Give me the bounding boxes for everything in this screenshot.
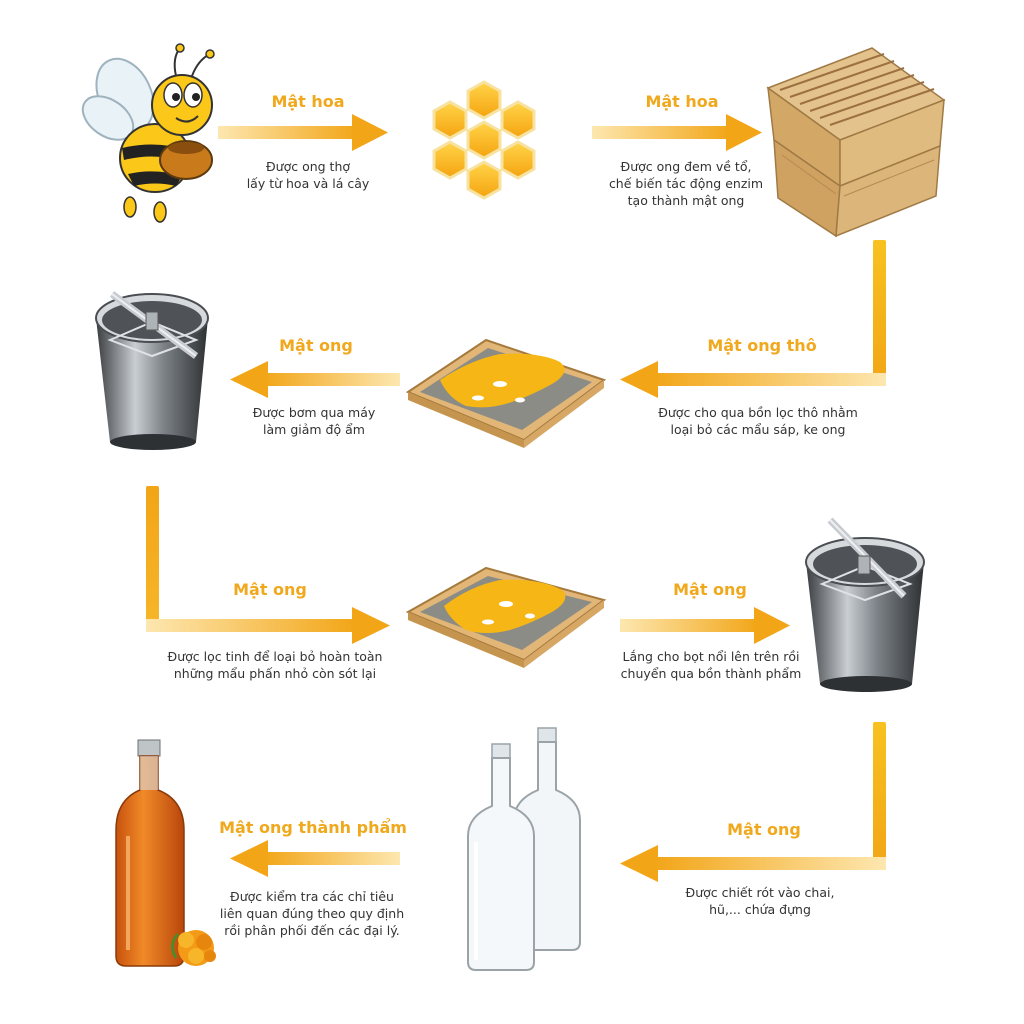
glass-bottles-icon [467,727,581,971]
arrow-2 [592,114,762,151]
arrow-5-elbow [146,486,390,644]
step-7-description: Được chiết rót vào chai, hũ,... chứa đựn… [685,885,835,917]
honey-bottle-icon [115,739,216,967]
arrow-4 [230,361,400,398]
honey-extractor-icon [805,517,925,692]
step-5-label: Mật ong [233,580,307,599]
step-6-label: Mật ong [673,580,747,599]
arrow-7-elbow [620,722,886,882]
step-2-label: Mật hoa [645,92,719,111]
arrow-3-elbow [620,240,886,398]
step-4-description: Được bơm qua máy làm giảm độ ẩm [252,405,376,437]
beehive-box-icon [766,47,946,238]
step-3-label: Mật ong thô [707,336,817,355]
flower-icon [171,930,216,966]
step-3-description: Được cho qua bồn lọc thô nhằm loại bỏ cá… [658,405,858,437]
step-5-description: Được lọc tinh để loại bỏ hoàn toàn những… [167,649,383,681]
arrow-6 [620,607,790,644]
step-8-description: Được kiểm tra các chỉ tiêu liên quan đún… [219,889,405,938]
step-1-label: Mật hoa [271,92,345,111]
step-2-description: Được ong đem về tổ, chế biến tác động en… [608,159,764,208]
honey-frame-filter-icon [405,566,607,668]
step-1-description: Được ong thợ lấy từ hoa và lá cây [246,159,370,191]
step-4-label: Mật ong [279,336,353,355]
step-7-label: Mật ong [727,820,801,839]
arrow-8 [230,840,400,877]
step-6-description: Lắng cho bọt nổi lên trên rồi chuyển qua… [620,649,802,681]
honey-extractor-icon [95,291,209,450]
arrow-1 [218,114,388,151]
step-8-label: Mật ong thành phẩm [219,818,407,837]
honey-frame-filter-icon [405,338,607,448]
honeycomb-icon [432,80,536,200]
bee-icon [81,43,215,223]
